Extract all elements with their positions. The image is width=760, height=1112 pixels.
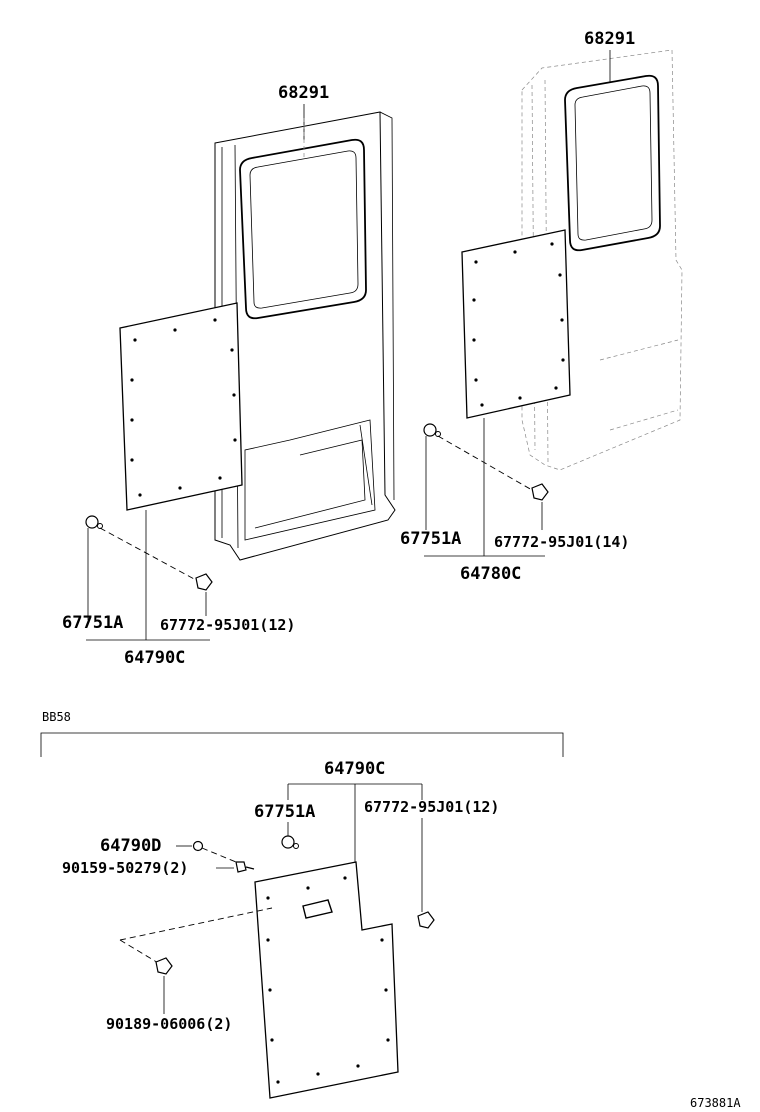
clip-67772-left-icon: [195, 573, 213, 591]
label-64790c-left: 64790C: [124, 648, 185, 668]
label-64790c-bottom: 64790C: [324, 759, 385, 779]
clip-67772-bottom-icon: [417, 911, 435, 929]
trim-clip-holes-right: [472, 242, 565, 407]
right-rear-door: [461, 49, 683, 471]
screw-90159-icon: [235, 861, 255, 873]
clip-67751a-left-icon: [85, 515, 103, 529]
label-67751a-right: 67751A: [400, 529, 461, 549]
label-67751a-bottom: 67751A: [254, 802, 315, 822]
label-67772-12-left: 67772-95J01(12): [160, 616, 295, 634]
label-90159-bottom: 90159-50279(2): [62, 859, 188, 877]
label-68291-right: 68291: [584, 29, 635, 49]
label-67772-14-right: 67772-95J01(14): [494, 533, 629, 551]
label-67772-12-bottom: 67772-95J01(12): [364, 798, 499, 816]
label-67751a-left: 67751A: [62, 613, 123, 633]
label-64790d-bottom: 64790D: [100, 836, 161, 856]
label-64780c-right: 64780C: [460, 564, 521, 584]
clip-67751a-right-icon: [423, 423, 441, 437]
figure-code: 673881A: [690, 1096, 741, 1110]
label-90189-bottom: 90189-06006(2): [106, 1015, 232, 1033]
lower-trim-board: [254, 861, 399, 1099]
section-bracket: [40, 732, 564, 757]
clip-90189-icon: [155, 957, 173, 975]
label-68291-left: 68291: [278, 83, 329, 103]
clip-67751a-bottom-icon: [281, 835, 299, 849]
cap-64790d-icon: [192, 840, 204, 852]
trim-clip-holes-left: [130, 318, 237, 497]
section-label-bb58: BB58: [42, 710, 71, 724]
clip-67772-right-icon: [531, 483, 549, 501]
left-rear-door: [119, 111, 396, 561]
